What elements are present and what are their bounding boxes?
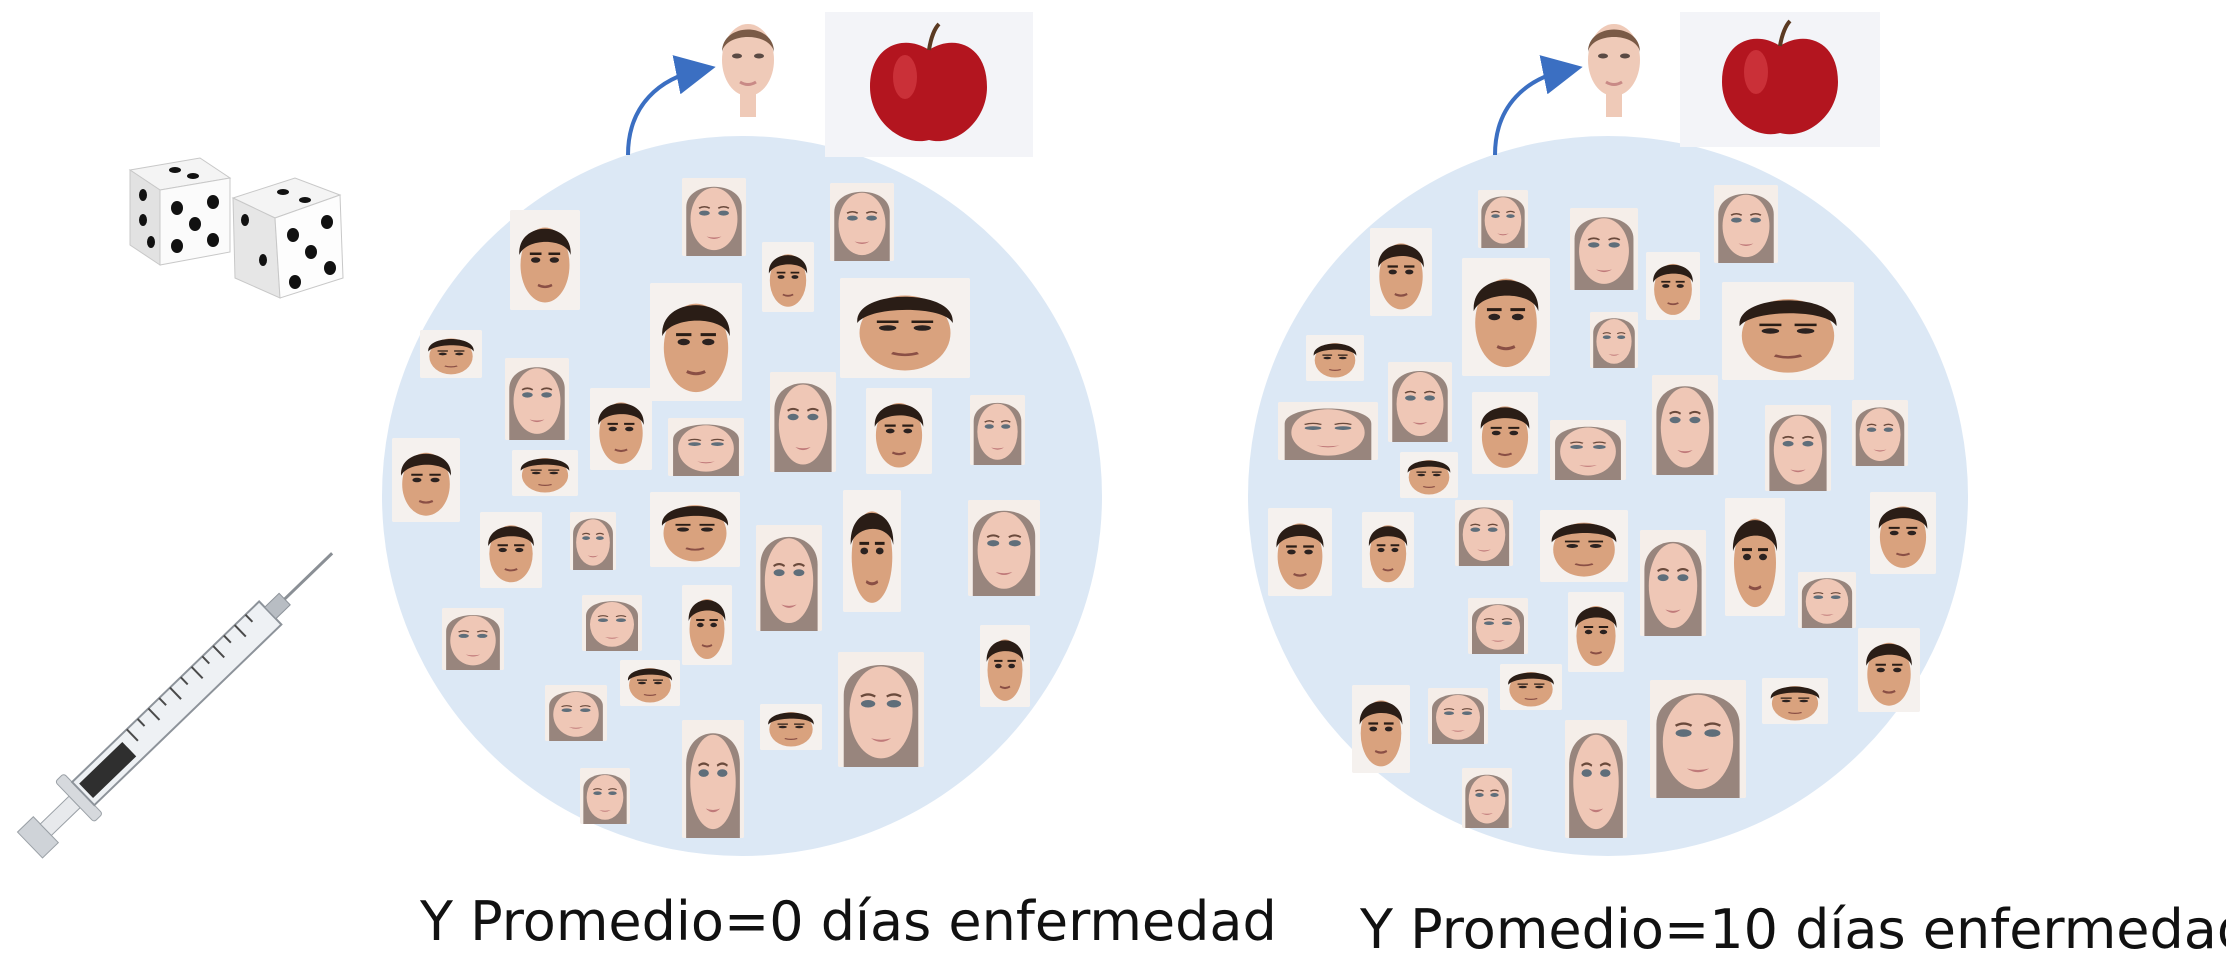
reference-face-icon-right [1578, 12, 1650, 117]
female-face-icon [545, 685, 607, 741]
reference-face-icon-left [712, 12, 784, 117]
female-face-icon [1590, 312, 1638, 368]
female-face-icon [1798, 572, 1856, 628]
female-face-icon [968, 500, 1040, 596]
male-face-icon [1646, 252, 1700, 320]
male-face-icon [762, 242, 814, 312]
female-face-icon [570, 512, 616, 570]
reference-apple-icon-left [825, 12, 1033, 157]
male-face-icon [650, 283, 742, 401]
female-face-icon [1468, 598, 1528, 654]
male-face-icon [1268, 508, 1332, 596]
arrow-left [626, 55, 716, 156]
male-face-icon [1722, 282, 1854, 380]
female-face-icon [1565, 720, 1627, 838]
male-face-icon [682, 585, 732, 665]
female-face-icon [1388, 362, 1452, 442]
female-face-icon [1278, 402, 1378, 460]
female-face-icon [1428, 688, 1488, 744]
female-face-icon [1652, 375, 1718, 475]
male-face-icon [843, 490, 901, 612]
arrow-right [1493, 55, 1583, 156]
female-face-icon [1570, 208, 1638, 290]
caption-left: Y Promedio=0 días enfermedad [420, 890, 1277, 953]
male-face-icon [1540, 510, 1628, 582]
male-face-icon [420, 330, 482, 378]
female-face-icon [442, 608, 504, 670]
female-face-icon [756, 525, 822, 631]
male-face-icon [1870, 492, 1936, 574]
male-face-icon [512, 450, 578, 496]
male-face-icon [980, 625, 1030, 707]
male-face-icon [1568, 592, 1624, 672]
female-face-icon [1640, 530, 1706, 636]
syringe-icon [0, 515, 360, 860]
female-face-icon [1852, 400, 1908, 466]
male-face-icon [1306, 335, 1364, 381]
male-face-icon [510, 210, 580, 310]
male-face-icon [840, 278, 970, 378]
male-face-icon [620, 660, 680, 706]
female-face-icon [1478, 190, 1528, 248]
female-face-icon [770, 372, 836, 472]
female-face-icon [682, 720, 744, 838]
male-face-icon [866, 388, 932, 474]
male-face-icon [480, 512, 542, 588]
female-face-icon [970, 395, 1025, 465]
male-face-icon [1362, 512, 1414, 588]
male-face-icon [650, 492, 740, 567]
male-face-icon [590, 388, 652, 470]
male-face-icon [1472, 392, 1538, 474]
female-face-icon [505, 358, 569, 440]
reference-apple-icon-right [1680, 12, 1880, 147]
male-face-icon [760, 704, 822, 750]
female-face-icon [580, 768, 630, 824]
female-face-icon [1455, 500, 1513, 566]
female-face-icon [1550, 420, 1626, 480]
female-face-icon [830, 183, 894, 261]
caption-right: Y Promedio=10 días enfermedad [1360, 898, 2226, 961]
male-face-icon [1500, 664, 1562, 710]
male-face-icon [1725, 498, 1785, 616]
female-face-icon [682, 178, 746, 256]
male-face-icon [392, 438, 460, 522]
female-face-icon [1765, 405, 1831, 491]
male-face-icon [1858, 628, 1920, 712]
female-face-icon [838, 652, 924, 767]
male-face-icon [1370, 228, 1432, 316]
male-face-icon [1400, 452, 1458, 498]
male-face-icon [1352, 685, 1410, 773]
male-face-icon [1462, 258, 1550, 376]
female-face-icon [582, 595, 642, 651]
female-face-icon [1650, 680, 1746, 798]
female-face-icon [1462, 768, 1512, 828]
female-face-icon [1714, 185, 1778, 263]
dice-icon [115, 140, 350, 315]
male-face-icon [1762, 678, 1828, 724]
female-face-icon [668, 418, 744, 476]
